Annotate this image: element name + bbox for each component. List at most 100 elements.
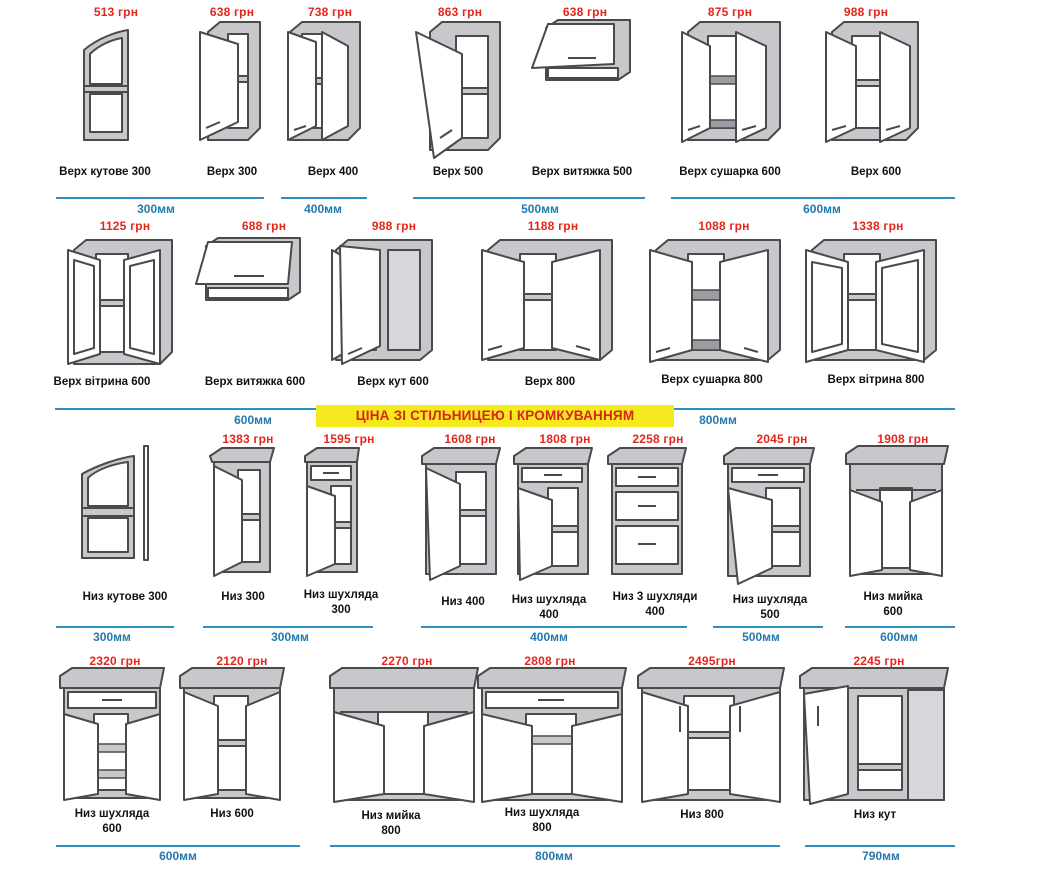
width-r1-2: 400мм bbox=[304, 202, 342, 216]
cabinet-top-showcase-800 bbox=[805, 239, 937, 363]
width-r1-3: 500мм bbox=[521, 202, 559, 216]
label-r2-3: Верх кут 600 bbox=[357, 376, 429, 388]
price-r1-5: 638 грн bbox=[562, 5, 608, 19]
price-r1-2: 638 грн bbox=[209, 5, 255, 19]
cabinet-bottom-600 bbox=[179, 667, 285, 801]
label-r3-2: Низ 300 bbox=[221, 591, 265, 603]
width-r3-1: 300мм bbox=[93, 630, 131, 644]
cabinet-bottom-drawer-300 bbox=[304, 447, 360, 577]
label-r4-5: Низ 800 bbox=[680, 809, 724, 821]
divider-line bbox=[56, 845, 300, 847]
label-r1-3: Верх 400 bbox=[307, 166, 359, 178]
divider-line bbox=[845, 626, 955, 628]
cabinet-top-800 bbox=[481, 239, 613, 361]
width-r4-1: 600мм bbox=[159, 849, 197, 863]
cabinet-top-corner-300 bbox=[83, 29, 129, 141]
label-r2-1: Верх вітрина 600 bbox=[53, 376, 151, 388]
price-r2-4: 1188 грн bbox=[527, 219, 579, 233]
cabinet-top-dryer-600 bbox=[681, 21, 781, 143]
price-r3-6: 2258 грн bbox=[632, 432, 684, 446]
price-r1-4: 863 грн bbox=[437, 5, 483, 19]
divider-line bbox=[671, 197, 955, 199]
cabinet-top-showcase-600 bbox=[67, 239, 173, 365]
label-r3-4: Низ 400 bbox=[441, 596, 485, 608]
price-r3-4: 1608 грн bbox=[444, 432, 496, 446]
width-r2-2: 800мм bbox=[699, 413, 737, 427]
price-r4-5: 2495грн bbox=[688, 654, 736, 668]
divider-line bbox=[413, 197, 645, 199]
cabinet-bottom-300 bbox=[209, 447, 275, 577]
cabinet-bottom-corner bbox=[799, 667, 949, 805]
label-r4-6: Низ кут bbox=[853, 809, 897, 821]
label-r2-2: Верх витяжка 600 bbox=[204, 376, 306, 388]
cabinet-bottom-800 bbox=[637, 667, 785, 803]
cabinet-bottom-sink-600 bbox=[845, 445, 949, 577]
width-r1-1: 300мм bbox=[137, 202, 175, 216]
price-r4-1: 2320 грн bbox=[89, 654, 141, 668]
price-r3-8: 1908 грн bbox=[877, 432, 929, 446]
price-r1-1: 513 грн bbox=[93, 5, 139, 19]
width-r3-2: 300мм bbox=[271, 630, 309, 644]
label-r2-6: Верх вітрина 800 bbox=[827, 374, 925, 386]
divider-line bbox=[421, 626, 687, 628]
divider-line bbox=[713, 626, 823, 628]
price-r2-2: 688 грн bbox=[241, 219, 287, 233]
width-r3-3: 400мм bbox=[530, 630, 568, 644]
price-r1-3: 738 грн bbox=[307, 5, 353, 19]
divider-line bbox=[203, 626, 373, 628]
price-r4-3: 2270 грн bbox=[381, 654, 433, 668]
cabinet-top-corner-600 bbox=[331, 239, 433, 365]
cabinet-top-400 bbox=[287, 21, 361, 141]
price-r4-6: 2245 грн bbox=[853, 654, 905, 668]
price-r3-2: 1383 грн bbox=[222, 432, 274, 446]
divider-line bbox=[56, 197, 264, 199]
label-r1-5: Верх витяжка 500 bbox=[531, 166, 633, 178]
width-r4-3: 790мм bbox=[862, 849, 900, 863]
price-r3-3: 1595 грн bbox=[323, 432, 375, 446]
price-r1-6: 875 грн bbox=[707, 5, 753, 19]
cabinet-top-600 bbox=[825, 21, 919, 143]
divider-line bbox=[330, 845, 780, 847]
divider-line bbox=[56, 626, 174, 628]
price-r1-7: 988 грн bbox=[843, 5, 889, 19]
divider-line bbox=[805, 845, 955, 847]
cabinet-top-500 bbox=[415, 21, 501, 159]
price-r2-5: 1088 грн bbox=[698, 219, 750, 233]
label-r2-5: Верх сушарка 800 bbox=[661, 374, 763, 386]
cabinet-top-hood-600 bbox=[195, 237, 301, 301]
cabinet-bottom-3-drawers-400 bbox=[607, 447, 687, 575]
label-r1-2: Верх 300 bbox=[206, 166, 258, 178]
cabinet-bottom-drawer-600 bbox=[59, 667, 165, 801]
price-r3-5: 1808 грн bbox=[539, 432, 591, 446]
cabinet-bottom-drawer-400 bbox=[513, 447, 593, 581]
label-r1-4: Верх 500 bbox=[432, 166, 484, 178]
cabinet-bottom-400 bbox=[421, 447, 501, 581]
label-r4-2: Низ 600 bbox=[210, 808, 254, 820]
width-r3-4: 500мм bbox=[742, 630, 780, 644]
label-r1-7: Верх 600 bbox=[850, 166, 902, 178]
price-r3-7: 2045 грн bbox=[756, 432, 808, 446]
cabinet-top-hood-500 bbox=[531, 19, 631, 81]
price-r2-3: 988 грн bbox=[371, 219, 417, 233]
cabinet-bottom-drawer-500 bbox=[723, 447, 815, 585]
price-r4-4: 2808 грн bbox=[524, 654, 576, 668]
price-note-banner: ЦІНА ЗІ СТІЛЬНИЦЕЮ І КРОМКУВАННЯМ bbox=[316, 405, 674, 427]
label-r2-4: Верх 800 bbox=[524, 376, 576, 388]
cabinet-top-dryer-800 bbox=[649, 239, 781, 363]
cabinet-top-300 bbox=[199, 21, 261, 141]
cabinet-bottom-sink-800 bbox=[329, 667, 479, 803]
width-r2-1: 600мм bbox=[234, 413, 272, 427]
cabinet-bottom-drawer-800 bbox=[477, 667, 627, 803]
width-r4-2: 800мм bbox=[535, 849, 573, 863]
label-r3-1: Низ кутове 300 bbox=[82, 591, 168, 603]
label-r1-1: Верх кутове 300 bbox=[59, 166, 151, 178]
divider-line bbox=[281, 197, 367, 199]
label-r1-6: Верх сушарка 600 bbox=[679, 166, 781, 178]
